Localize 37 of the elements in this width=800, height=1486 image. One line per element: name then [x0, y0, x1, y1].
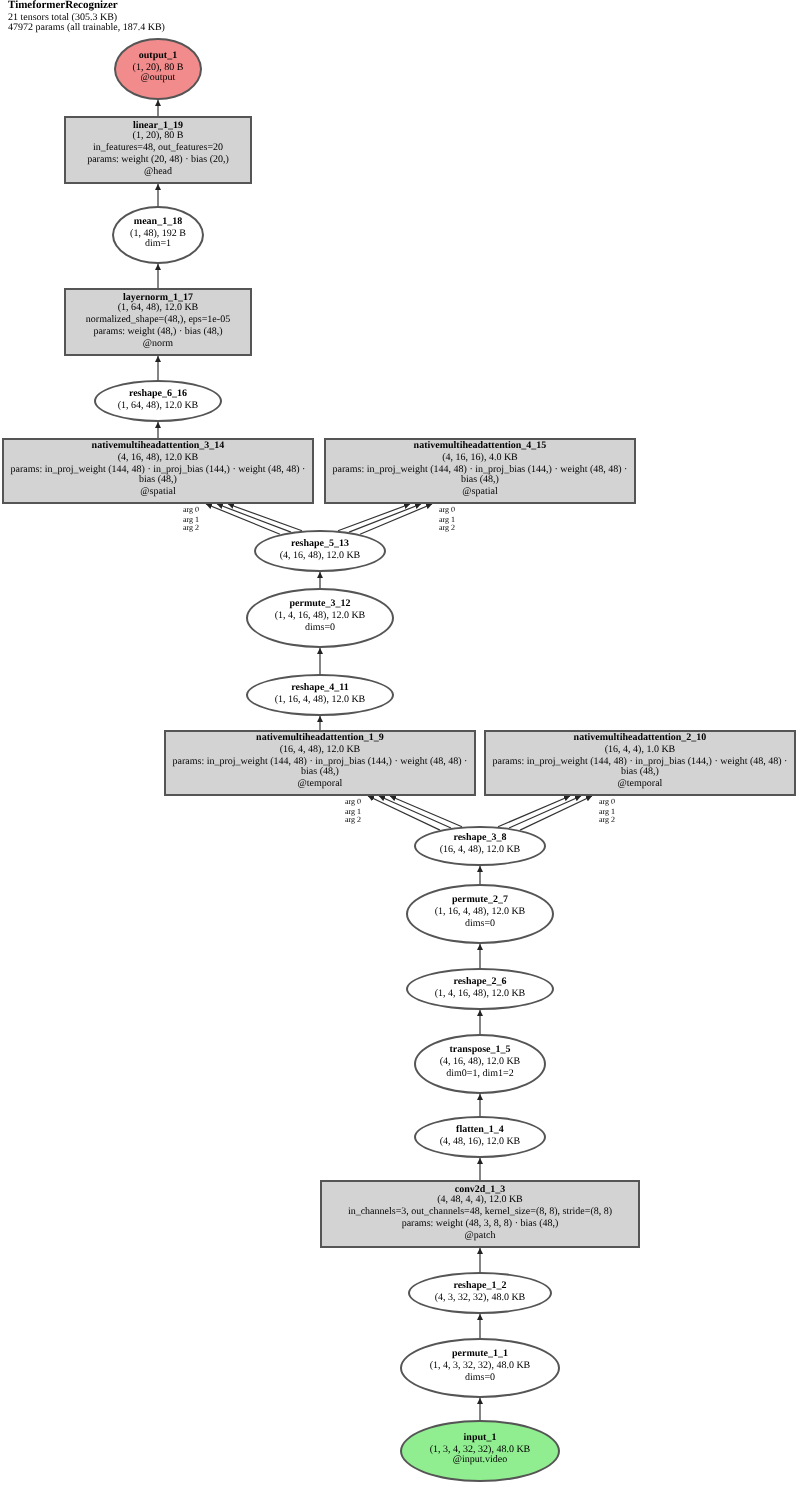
layer-box	[484, 730, 796, 796]
layer-box	[64, 116, 252, 184]
layer-box	[164, 730, 476, 796]
arrow	[477, 943, 483, 969]
arrow	[317, 647, 323, 675]
arrow	[155, 355, 161, 381]
arrow	[477, 865, 483, 885]
arrow	[348, 503, 422, 533]
arrow	[359, 503, 433, 535]
arrow	[367, 795, 441, 831]
arrow	[216, 503, 292, 533]
arrow	[378, 795, 452, 829]
arrow	[317, 715, 323, 731]
tensor-ellipse	[112, 206, 204, 264]
arrow	[477, 1093, 483, 1117]
layer-box	[2, 438, 314, 504]
arrow	[155, 263, 161, 289]
arrow	[477, 1397, 483, 1421]
arrow	[477, 1247, 483, 1273]
arrow	[389, 795, 463, 828]
arrow	[477, 1313, 483, 1339]
arrow	[508, 795, 582, 829]
arrow	[497, 795, 571, 828]
arrow	[227, 503, 303, 532]
arrow	[477, 1157, 483, 1181]
arrow	[155, 183, 161, 207]
arrow	[155, 421, 161, 439]
layer-box	[324, 438, 636, 504]
arrow	[317, 571, 323, 589]
arrow	[205, 503, 281, 535]
arrow	[337, 503, 411, 532]
output-ellipse	[114, 38, 202, 100]
layer-box	[64, 288, 252, 356]
arrow	[155, 99, 161, 117]
arrow	[519, 795, 593, 831]
layer-box	[320, 1180, 640, 1248]
arrow	[477, 1009, 483, 1035]
